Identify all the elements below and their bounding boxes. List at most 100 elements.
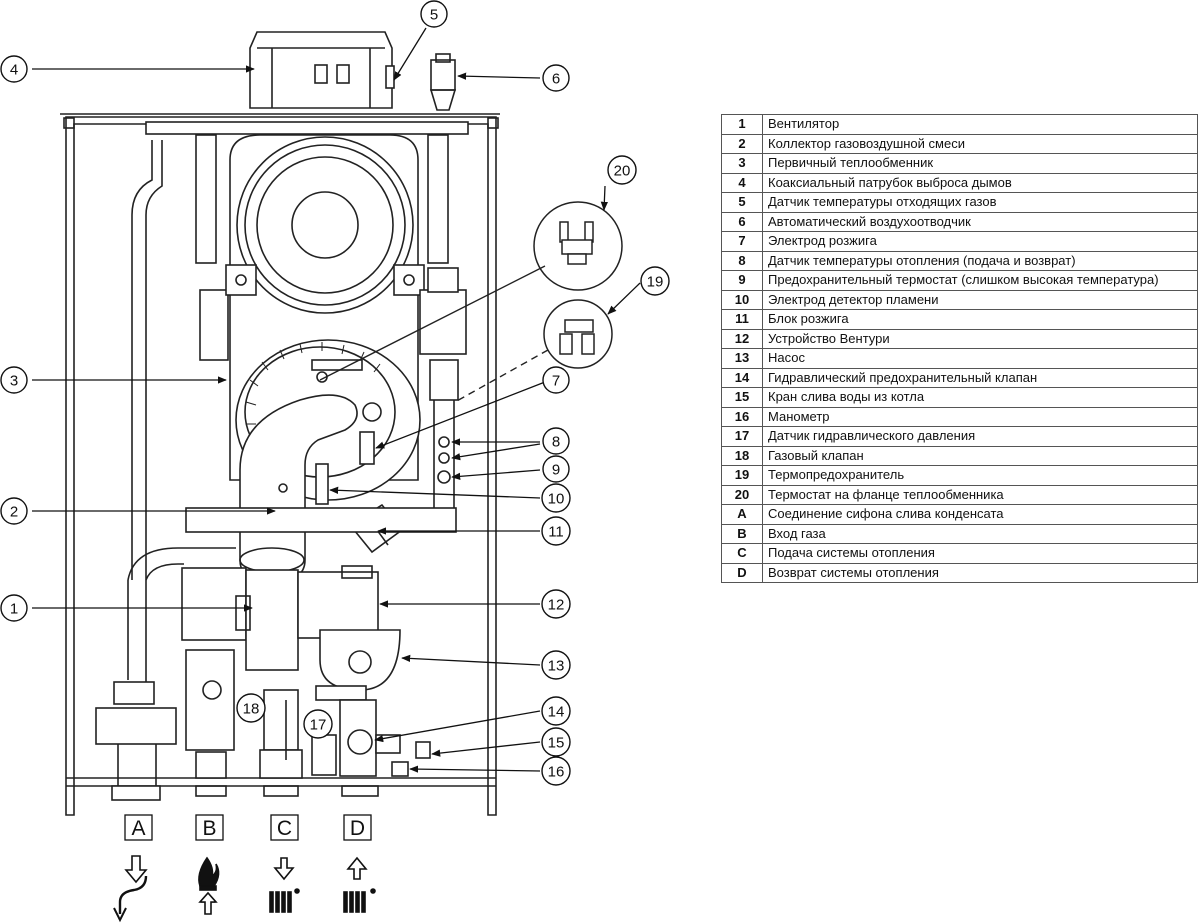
connection-labels: A B C D [124,814,372,841]
legend-key: 4 [721,172,763,193]
legend-description: Датчик температуры отходящих газов [762,192,1198,213]
legend-description: Термостат на фланце теплообменника [762,484,1198,505]
legend-key: 16 [721,406,763,427]
legend-description: Коллектор газовоздушной смеси [762,133,1198,154]
legend-key: 11 [721,309,763,330]
legend-key: 20 [721,484,763,505]
callout-12: 12 [541,589,571,619]
legend-description: Термопредохранитель [762,465,1198,486]
legend-key: 19 [721,465,763,486]
legend-description: Подача системы отопления [762,543,1198,564]
heating-return-icon [343,856,376,913]
callout-2: 2 [0,497,28,525]
legend-description: Кран слива воды из котла [762,387,1198,408]
legend-key: 8 [721,250,763,271]
legend-key: 6 [721,211,763,232]
legend-description: Электрод детектор пламени [762,289,1198,310]
callout-2-label: 2 [10,504,18,521]
legend-key: C [721,543,763,564]
callout-7-label: 7 [552,373,560,390]
thermal-fuse-inset [543,299,613,369]
legend-key: B [721,523,763,544]
callout-4: 4 [0,55,28,83]
legend-description: Электрод розжига [762,231,1198,252]
legend-key: 10 [721,289,763,310]
legend-key: 9 [721,270,763,291]
condensate-drain-icon [113,855,148,923]
callout-9-label: 9 [552,462,560,479]
connection-c: C [270,814,299,841]
callout-6: 6 [542,64,570,92]
legend-key: 15 [721,387,763,408]
callout-16-label: 16 [548,764,565,781]
callout-7: 7 [542,366,570,394]
callout-10-label: 10 [548,491,565,508]
callout-16: 16 [541,756,571,786]
callout-6-label: 6 [552,71,560,88]
connection-c-label: C [277,817,292,840]
heating-flow-icon [269,857,300,913]
legend-key: D [721,562,763,583]
legend-key: A [721,504,763,525]
legend-description: Датчик гидравлического давления [762,426,1198,447]
legend-description: Датчик температуры отопления (подача и в… [762,250,1198,271]
legend-key: 14 [721,367,763,388]
legend-key: 17 [721,426,763,447]
legend-description: Вентилятор [762,114,1198,135]
connection-a-label: A [131,817,145,840]
legend-key: 3 [721,153,763,174]
callout-14: 14 [541,696,571,726]
legend-description: Соединение сифона слива конденсата [762,504,1198,525]
legend-description: Насос [762,348,1198,369]
legend-description: Первичный теплообменник [762,153,1198,174]
callout-5-label: 5 [430,7,438,24]
legend-description: Возврат системы отопления [762,562,1198,583]
callout-13-label: 13 [548,658,565,675]
callout-19-label: 19 [647,274,664,291]
callout-19: 19 [640,266,670,296]
callout-10: 10 [541,483,571,513]
callout-3-label: 3 [10,373,18,390]
callout-1-label: 1 [10,601,18,618]
callout-9: 9 [542,455,570,483]
callout-17-label: 17 [310,717,327,734]
inset20-link [319,265,546,381]
legend-description: Коаксиальный патрубок выброса дымов [762,172,1198,193]
legend-description: Манометр [762,406,1198,427]
callout-20: 20 [607,155,637,185]
legend-description: Гидравлический предохранительный клапан [762,367,1198,388]
legend-key: 7 [721,231,763,252]
callout-8-label: 8 [552,434,560,451]
inset19-link [454,349,549,403]
legend-description: Блок розжига [762,309,1198,330]
legend-key: 13 [721,348,763,369]
callout-8: 8 [542,427,570,455]
callout-13: 13 [541,650,571,680]
legend-description: Газовый клапан [762,445,1198,466]
boiler-drawing [60,31,500,816]
callout-3: 3 [0,366,28,394]
legend-key: 18 [721,445,763,466]
connection-b-label: B [202,817,216,840]
callout-1: 1 [0,594,28,622]
callout-15: 15 [541,727,571,757]
